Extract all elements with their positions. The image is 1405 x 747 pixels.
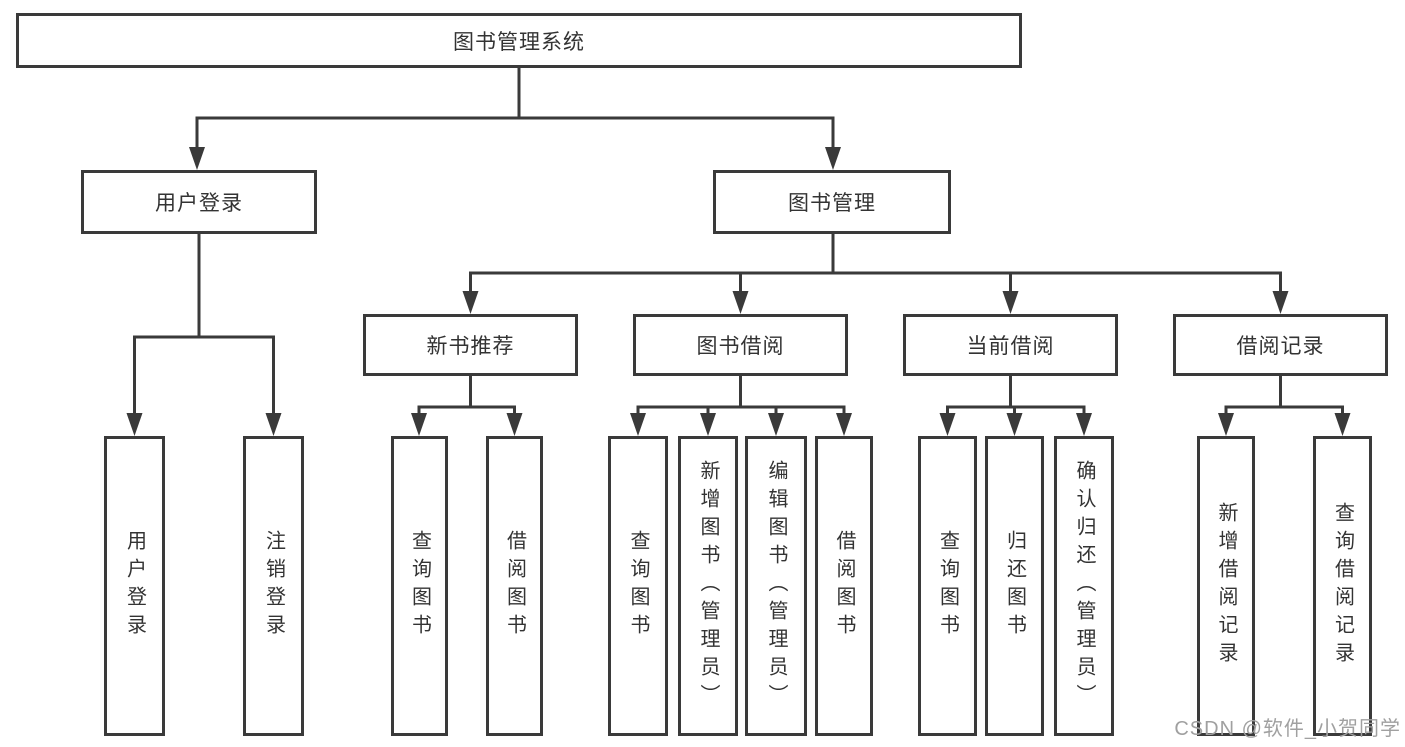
leaf-edit-books-admin: 编辑图书（管理员） <box>745 436 807 736</box>
leaf-query-books: 查询图书 <box>918 436 977 736</box>
node-book-management: 图书管理 <box>713 170 951 234</box>
leaf-label: 借阅图书 <box>833 530 855 642</box>
node-book-borrowing: 图书借阅 <box>633 314 848 376</box>
node-new-book-recommend: 新书推荐 <box>363 314 578 376</box>
leaf-label: 确认归还（管理员） <box>1073 460 1095 712</box>
leaf-add-books-admin: 新增图书（管理员） <box>678 436 738 736</box>
leaf-label: 查询图书 <box>627 530 649 642</box>
leaf-label: 用户登录 <box>123 530 146 642</box>
leaf-confirm-return-admin: 确认归还（管理员） <box>1054 436 1114 736</box>
leaf-label: 编辑图书（管理员） <box>765 460 787 712</box>
node-library-management-system: 图书管理系统 <box>16 13 1022 68</box>
leaf-label: 注销登录 <box>262 530 285 642</box>
leaf-query-borrow-record: 查询借阅记录 <box>1313 436 1372 736</box>
leaf-label: 借阅图书 <box>503 530 526 642</box>
leaf-add-borrow-record: 新增借阅记录 <box>1197 436 1255 736</box>
leaf-label: 新增图书（管理员） <box>697 460 719 712</box>
node-user-login: 用户登录 <box>81 170 317 234</box>
leaf-borrow-books: 借阅图书 <box>815 436 873 736</box>
leaf-query-books: 查询图书 <box>608 436 668 736</box>
leaf-label: 查询图书 <box>408 530 431 642</box>
leaf-label: 查询借阅记录 <box>1331 502 1354 670</box>
node-borrowing-records: 借阅记录 <box>1173 314 1388 376</box>
leaf-borrow-books: 借阅图书 <box>486 436 543 736</box>
leaf-label: 查询图书 <box>936 530 959 642</box>
leaf-logout: 注销登录 <box>243 436 304 736</box>
leaf-query-books: 查询图书 <box>391 436 448 736</box>
leaf-return-books: 归还图书 <box>985 436 1044 736</box>
leaf-label: 新增借阅记录 <box>1215 502 1237 670</box>
leaf-label: 归还图书 <box>1003 530 1026 642</box>
leaf-user-login: 用户登录 <box>104 436 165 736</box>
node-current-borrowing: 当前借阅 <box>903 314 1118 376</box>
